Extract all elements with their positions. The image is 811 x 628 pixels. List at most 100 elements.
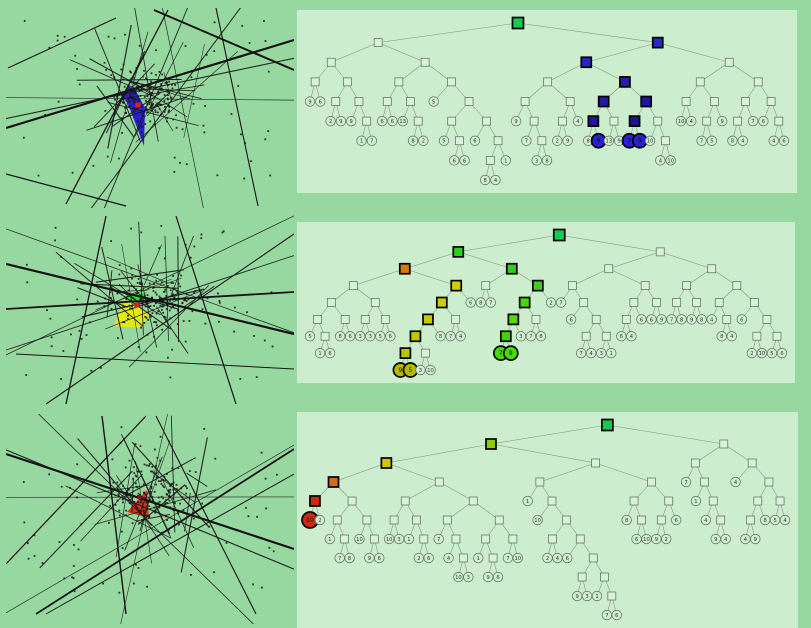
data-point	[110, 307, 113, 310]
data-point	[71, 171, 74, 174]
data-point	[172, 488, 175, 491]
data-point	[173, 288, 176, 291]
data-point	[155, 472, 158, 475]
data-point	[120, 68, 123, 71]
leaf-value: 9	[690, 317, 693, 323]
data-point	[110, 240, 112, 242]
data-point	[155, 483, 157, 486]
data-point	[201, 502, 203, 505]
data-point	[133, 89, 135, 92]
data-point	[105, 69, 108, 71]
data-point	[141, 125, 144, 128]
data-point	[165, 88, 168, 91]
data-point	[88, 321, 91, 324]
data-point	[142, 75, 144, 78]
data-point	[155, 324, 158, 327]
tree-leaf	[644, 135, 656, 146]
tree-leaf	[435, 331, 446, 342]
leaf-value: 7	[700, 139, 703, 145]
data-point	[172, 275, 174, 277]
leaf-value: 4	[459, 334, 463, 340]
data-point	[85, 334, 88, 336]
data-point	[143, 322, 146, 324]
data-point	[103, 61, 106, 64]
data-point	[23, 521, 26, 524]
tree-leaf	[621, 514, 632, 526]
tree-path-node	[580, 56, 593, 69]
data-point	[138, 301, 140, 303]
data-point	[141, 519, 143, 521]
tree-internal-node	[537, 136, 547, 146]
data-point	[179, 285, 182, 288]
data-point	[213, 571, 215, 574]
data-point	[213, 50, 216, 52]
data-point	[137, 87, 140, 90]
leaf-value: 3	[359, 334, 362, 340]
tree-leaf	[449, 155, 460, 166]
tree-internal-node	[708, 496, 718, 506]
tree-leaf	[344, 552, 355, 564]
data-point	[180, 274, 182, 277]
tree-leaf	[521, 135, 532, 146]
tree-edge	[572, 268, 609, 286]
tree-leaf	[443, 552, 454, 564]
data-point	[104, 110, 107, 112]
data-point	[118, 264, 121, 266]
leaf-value: 4	[447, 556, 451, 562]
data-point	[254, 52, 257, 54]
tree-leaf	[365, 331, 376, 342]
leaf-value: 8	[545, 158, 548, 164]
tree-path-node	[435, 296, 448, 309]
data-point	[133, 298, 136, 301]
data-point	[72, 565, 75, 567]
tree-leaf	[779, 514, 791, 526]
leaf-value: 4	[690, 119, 694, 125]
data-point	[221, 231, 224, 234]
data-point	[150, 487, 153, 490]
data-point	[113, 37, 116, 40]
data-point	[27, 557, 30, 560]
data-point	[268, 546, 271, 549]
data-point	[50, 336, 53, 339]
data-point	[208, 525, 211, 528]
tree-internal-node	[681, 97, 691, 106]
tree-leaf	[314, 347, 326, 359]
data-point	[158, 247, 161, 249]
data-point	[149, 84, 152, 86]
tree-leaf	[445, 331, 456, 342]
subdivision-line	[139, 491, 153, 532]
data-point	[186, 487, 188, 490]
data-point	[155, 321, 158, 324]
subdivision-line	[135, 50, 239, 143]
data-point	[139, 498, 141, 500]
tree-internal-node	[313, 315, 322, 324]
data-point	[25, 263, 28, 266]
tree-leaf	[661, 533, 672, 545]
data-point	[145, 317, 148, 319]
data-point	[49, 317, 52, 320]
data-point	[169, 317, 172, 320]
subdivision-line	[65, 215, 107, 405]
data-point	[256, 515, 258, 518]
leaf-value: 7	[684, 480, 687, 486]
tree-internal-node	[348, 281, 358, 290]
tree-leaf	[354, 533, 365, 545]
tree-internal-node	[561, 515, 571, 525]
leaf-value: 1	[360, 139, 363, 145]
data-point	[179, 502, 181, 505]
data-point	[165, 499, 168, 501]
tree-leaf	[525, 331, 537, 342]
leaf-value: 8	[479, 300, 482, 306]
tree-internal-node	[535, 477, 545, 487]
tree-internal-node	[775, 496, 785, 506]
data-point	[122, 501, 124, 504]
data-point	[119, 441, 122, 444]
data-point	[114, 504, 117, 506]
tree-internal-node	[464, 97, 474, 106]
tree-leaf	[485, 297, 496, 308]
tree-internal-node	[577, 572, 587, 582]
tree-leaf	[768, 135, 779, 146]
data-point	[167, 104, 170, 107]
leaf-value: 4	[494, 178, 498, 184]
data-point	[174, 84, 176, 86]
